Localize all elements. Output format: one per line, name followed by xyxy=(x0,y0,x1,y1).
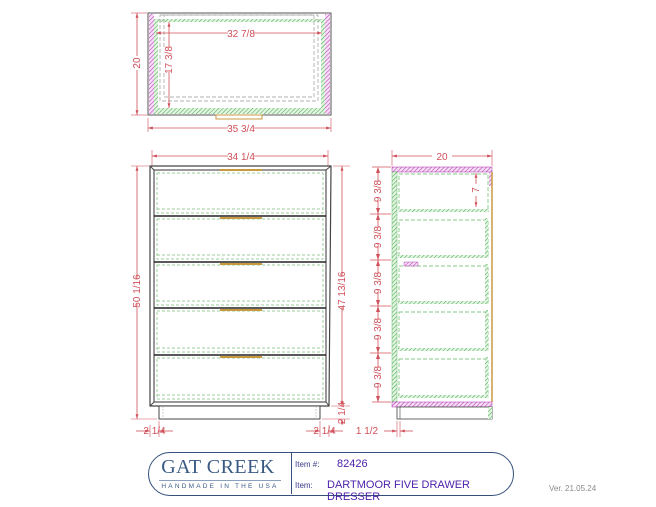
brand-name: GAT CREEK xyxy=(161,456,275,478)
svg-text:7: 7 xyxy=(471,187,482,193)
drawer-pull-1 xyxy=(220,169,262,171)
drawer-3 xyxy=(156,263,324,306)
svg-text:9 3/8: 9 3/8 xyxy=(373,271,384,294)
drawer-pull-2 xyxy=(220,217,262,219)
item-number-label: Item #: xyxy=(295,460,320,469)
svg-text:9 3/8: 9 3/8 xyxy=(373,365,384,388)
item-name-label: Item: xyxy=(295,481,313,490)
item-number-value: 82426 xyxy=(337,458,368,470)
svg-text:20: 20 xyxy=(132,57,143,69)
svg-text:2 1/4: 2 1/4 xyxy=(143,426,166,437)
svg-text:1 1/2: 1 1/2 xyxy=(356,426,379,437)
version-label: Ver. 21.05.24 xyxy=(549,484,597,493)
drawer-pull-5 xyxy=(220,356,262,358)
side-view: 20 xyxy=(356,149,493,437)
drawer-5 xyxy=(156,356,324,400)
svg-text:9 3/8: 9 3/8 xyxy=(373,179,384,202)
drawer-2 xyxy=(156,217,324,260)
drawer-pull-4 xyxy=(220,309,262,311)
svg-text:2 1/4: 2 1/4 xyxy=(313,426,336,437)
svg-text:47 13/16: 47 13/16 xyxy=(337,271,348,310)
svg-text:9 3/8: 9 3/8 xyxy=(373,225,384,248)
drawer-pull-3 xyxy=(220,263,262,265)
front-view: 34 1/4 xyxy=(131,149,350,437)
svg-text:34 1/4: 34 1/4 xyxy=(227,152,255,163)
svg-text:20: 20 xyxy=(436,152,448,163)
drawer-1 xyxy=(156,169,324,214)
brand-tagline: HANDMADE IN THE USA xyxy=(159,480,281,490)
item-name-value: DARTMOOR FIVE DRAWER DRESSER xyxy=(327,479,471,503)
top-view: 20 32 7/8 17 3/8 35 3/4 xyxy=(131,12,332,135)
brand-logo: GAT CREEK HANDMADE IN THE USA xyxy=(149,453,287,494)
svg-text:35 3/4: 35 3/4 xyxy=(227,124,255,135)
title-divider xyxy=(291,453,292,494)
svg-text:17 3/8: 17 3/8 xyxy=(164,46,175,74)
title-block: GAT CREEK HANDMADE IN THE USA Item #: 82… xyxy=(148,452,514,503)
svg-text:50 1/16: 50 1/16 xyxy=(132,274,143,308)
svg-text:9 3/8: 9 3/8 xyxy=(373,317,384,340)
svg-text:2 1/4: 2 1/4 xyxy=(337,401,348,424)
drawer-4 xyxy=(156,309,324,353)
svg-text:32 7/8: 32 7/8 xyxy=(227,29,255,40)
